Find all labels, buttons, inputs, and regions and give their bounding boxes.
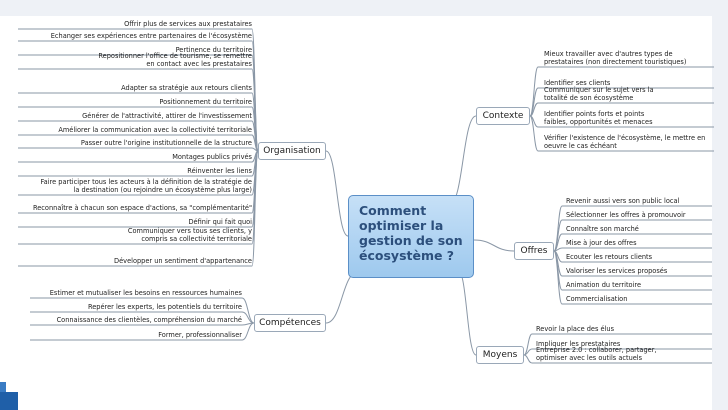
leaf-moyens-1[interactable]: Revoir la place des élus <box>536 325 614 333</box>
leaf-organisation-7[interactable]: Générer de l'attractivité, attirer de l'… <box>82 112 252 120</box>
leaf-offres-6[interactable]: Valoriser les services proposés <box>566 267 668 275</box>
right-stripe <box>712 0 728 410</box>
leaf-organisation-16[interactable]: Développer un sentiment d'appartenance <box>114 257 252 265</box>
leaf-moyens-3[interactable]: Entreprise 2.0 : collaborer, partager, o… <box>536 346 657 362</box>
leaf-organisation-11[interactable]: Réinventer les liens <box>187 167 252 175</box>
branch-moyens[interactable]: Moyens <box>476 346 524 364</box>
leaf-offres-7[interactable]: Animation du territoire <box>566 281 642 289</box>
corner-accent-small <box>0 382 6 392</box>
link-offres-8 <box>553 250 563 305</box>
leaf-organisation-15[interactable]: Communiquer vers tous ses clients, y com… <box>127 227 252 243</box>
leaf-contexte-5[interactable]: Vérifier l'existence de l'écosystème, le… <box>544 134 706 150</box>
central-topic-title: Comment optimiser la gestion de son écos… <box>359 203 463 263</box>
leaf-organisation-5[interactable]: Adapter sa stratégie aux retours clients <box>121 84 252 92</box>
leaf-organisation-6[interactable]: Positionnement du territoire <box>159 98 252 106</box>
connector-offres <box>473 239 515 252</box>
link-contexte-3 <box>529 102 539 117</box>
connector-organisation <box>325 150 349 237</box>
leaf-organisation-13[interactable]: Reconnaître à chacun son espace d'action… <box>32 204 252 212</box>
leaf-contexte-4[interactable]: Identifier points forts et points faible… <box>544 110 653 126</box>
link-competences-4 <box>241 322 255 341</box>
leaf-contexte-1[interactable]: Mieux travailler avec d'autres types de … <box>544 50 687 66</box>
central-topic[interactable]: Comment optimiser la gestion de son écos… <box>348 195 474 278</box>
connector-moyens <box>457 269 477 356</box>
leaf-organisation-12[interactable]: Faire participer tous les acteurs à la d… <box>40 178 253 194</box>
leaf-organisation-2[interactable]: Echanger ses expériences entre partenair… <box>50 32 252 40</box>
leaf-competences-1[interactable]: Estimer et mutualiser les besoins en res… <box>49 289 242 297</box>
leaf-offres-4[interactable]: Mise à jour des offres <box>566 239 637 247</box>
link-moyens-3 <box>523 354 533 364</box>
leaf-organisation-8[interactable]: Améliorer la communication avec la colle… <box>58 126 252 134</box>
connector-competences <box>325 271 359 324</box>
leaf-contexte-3[interactable]: Communiquer sur le sujet vers la totalit… <box>544 86 654 102</box>
leaf-organisation-4[interactable]: Repositionner l'office de tourisme, se r… <box>98 52 252 68</box>
link-organisation-16 <box>251 150 259 267</box>
leaf-competences-2[interactable]: Repérer les experts, les potentiels du t… <box>87 303 242 311</box>
leaf-competences-4[interactable]: Former, professionnaliser <box>158 331 242 339</box>
leaf-organisation-1[interactable]: Offrir plus de services aux prestataires <box>124 20 252 28</box>
leaf-offres-8[interactable]: Commercialisation <box>566 295 628 303</box>
leaf-offres-5[interactable]: Ecouter les retours clients <box>566 253 653 261</box>
leaf-organisation-14[interactable]: Définir qui fait quoi <box>188 218 252 226</box>
top-bar <box>0 0 728 16</box>
leaf-contexte-2[interactable]: Identifier ses clients <box>544 79 611 87</box>
leaf-offres-1[interactable]: Revenir aussi vers son public local <box>566 197 680 205</box>
leaf-organisation-9[interactable]: Passer outre l'origine institutionnelle … <box>80 139 252 147</box>
branch-competences[interactable]: Compétences <box>254 314 326 332</box>
connector-contexte <box>449 115 477 205</box>
branch-organisation[interactable]: Organisation <box>258 142 326 160</box>
leaf-organisation-10[interactable]: Montages publics privés <box>172 153 252 161</box>
link-contexte-5 <box>529 115 539 152</box>
leaf-organisation-3[interactable]: Pertinence du territoire <box>175 46 252 54</box>
leaf-offres-3[interactable]: Connaître son marché <box>566 225 639 233</box>
corner-accent <box>0 392 18 410</box>
leaf-moyens-2[interactable]: Impliquer les prestataires <box>536 340 621 348</box>
branch-offres[interactable]: Offres <box>514 242 554 260</box>
link-competences-1 <box>241 297 255 324</box>
leaf-competences-3[interactable]: Connaissance des clientèles, compréhensi… <box>56 316 242 324</box>
branch-contexte[interactable]: Contexte <box>476 107 530 125</box>
leaf-offres-2[interactable]: Sélectionner les offres à promouvoir <box>566 211 686 219</box>
